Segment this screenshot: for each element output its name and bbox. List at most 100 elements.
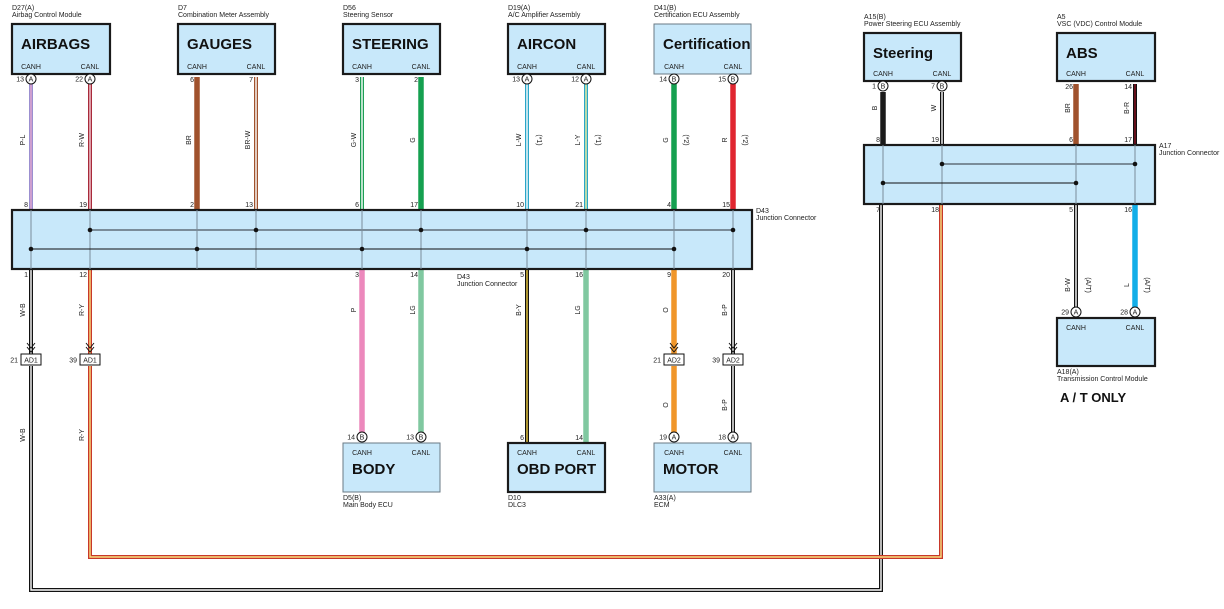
module-name: Power Steering ECU Assembly bbox=[864, 21, 961, 28]
wire-color-code: R-Y bbox=[79, 304, 86, 316]
module-aircon[interactable] bbox=[506, 22, 607, 76]
module-label: AIRCON bbox=[517, 36, 576, 53]
junction-pin-number: 19 bbox=[931, 137, 939, 144]
module-box bbox=[342, 442, 441, 493]
wire-color-code: W-B bbox=[20, 303, 27, 317]
junction-connector-a17 bbox=[862, 143, 1157, 206]
junction-pin-number: 15 bbox=[722, 202, 730, 209]
pin-signal-canl: CANL bbox=[247, 64, 266, 71]
inline-connector-id: AD1 bbox=[24, 358, 38, 365]
module-steering[interactable] bbox=[341, 22, 442, 76]
connector-circle bbox=[668, 431, 680, 443]
wire-color-code: LG bbox=[575, 305, 582, 314]
pin-signal-canl: CANL bbox=[1126, 325, 1145, 332]
splice-dot bbox=[28, 246, 34, 252]
pin-number: 19 bbox=[659, 435, 667, 442]
inline-connector-ad2 bbox=[722, 342, 744, 366]
splice-dot bbox=[359, 246, 365, 252]
pin-number: 3 bbox=[355, 77, 359, 84]
connector-letter: A bbox=[1133, 310, 1138, 317]
wire-color-code: G-W bbox=[351, 132, 358, 147]
inline-connector-pin: 21 bbox=[10, 358, 18, 365]
pin-signal-canh: CANH bbox=[352, 450, 372, 457]
wire-color-code: B-Y bbox=[516, 304, 523, 316]
module-label: MOTOR bbox=[663, 461, 719, 478]
junction-pin-number: 9 bbox=[667, 272, 671, 279]
wire-color-code: G bbox=[663, 137, 670, 142]
pin-number: 28 bbox=[1120, 310, 1128, 317]
module-transmission-control-module[interactable] bbox=[1055, 316, 1157, 368]
pin-signal-canl: CANL bbox=[1126, 71, 1145, 78]
wire-color-code: P-L bbox=[20, 134, 27, 145]
connector-circle bbox=[356, 431, 368, 443]
connector-circle bbox=[84, 73, 96, 85]
module-obd-port[interactable] bbox=[506, 441, 607, 494]
connector-letter: A bbox=[672, 435, 677, 442]
module-name: Transmission Control Module bbox=[1057, 376, 1148, 383]
wire-color-code: BR-W bbox=[245, 130, 252, 149]
pin-number: 12 bbox=[571, 77, 579, 84]
chevron-icon bbox=[85, 342, 95, 353]
connector-letter: A bbox=[731, 435, 736, 442]
module-abs[interactable] bbox=[1055, 31, 1157, 83]
module-id: D7 bbox=[178, 5, 187, 12]
module-certification[interactable] bbox=[653, 23, 752, 75]
splice-dot bbox=[880, 180, 886, 186]
wire-color-code: R bbox=[722, 137, 729, 142]
connector-letter: B bbox=[731, 77, 736, 84]
connector-letter: B bbox=[940, 84, 945, 91]
junction-id: A17 bbox=[1159, 143, 1172, 150]
connector-letter: B bbox=[672, 77, 677, 84]
pin-signal-canl: CANL bbox=[412, 64, 431, 71]
pin-number: 14 bbox=[347, 435, 355, 442]
pin-signal-canl: CANL bbox=[81, 64, 100, 71]
connector-circle bbox=[727, 73, 739, 85]
wire-color-code: BR bbox=[1065, 103, 1072, 113]
module-body[interactable] bbox=[342, 442, 441, 493]
wire-color-code: G bbox=[410, 137, 417, 142]
pin-number: 18 bbox=[718, 435, 726, 442]
junction-pin-number: 8 bbox=[24, 202, 28, 209]
module-steering[interactable] bbox=[862, 31, 963, 83]
pin-signal-canl: CANL bbox=[577, 64, 596, 71]
pin-number: 13 bbox=[406, 435, 414, 442]
module-box bbox=[341, 22, 442, 76]
junction-pin-number: 16 bbox=[575, 272, 583, 279]
module-motor[interactable] bbox=[653, 442, 752, 493]
connector-circle bbox=[727, 431, 739, 443]
connector-circle bbox=[1129, 306, 1141, 318]
module-box bbox=[1055, 31, 1157, 83]
junction-pin-number: 5 bbox=[520, 272, 524, 279]
connector-letter: A bbox=[1074, 310, 1079, 317]
wire-color-code: BR bbox=[186, 135, 193, 145]
inline-connector-ad1 bbox=[79, 342, 101, 366]
junction-name: Junction Connector bbox=[457, 281, 518, 288]
module-gauges[interactable] bbox=[176, 22, 277, 76]
wire-note: (*1) bbox=[535, 134, 542, 145]
junction-pin-number: 4 bbox=[667, 202, 671, 209]
junction-pin-number: 5 bbox=[1069, 207, 1073, 214]
wire-color-code: P bbox=[351, 307, 358, 312]
module-airbags[interactable] bbox=[10, 22, 112, 76]
junction-pin-number: 3 bbox=[355, 272, 359, 279]
module-name: Certification ECU Assembly bbox=[654, 12, 740, 19]
wire-color-code: O bbox=[663, 307, 670, 313]
connector-circle bbox=[521, 73, 533, 85]
splice-dot bbox=[671, 246, 677, 252]
pin-number: 6 bbox=[520, 435, 524, 442]
wire-note: (*2) bbox=[741, 134, 748, 145]
pin-signal-canh: CANH bbox=[187, 64, 207, 71]
connector-circle bbox=[936, 80, 948, 92]
wire-color-code: O bbox=[663, 402, 670, 408]
splice-dot bbox=[1073, 180, 1079, 186]
connector-letter: B bbox=[360, 435, 365, 442]
wire-color-code: B-R bbox=[1124, 102, 1131, 114]
pin-number: 14 bbox=[1124, 84, 1132, 91]
chevron-icon bbox=[26, 342, 36, 353]
wire-color-code: W-B bbox=[20, 428, 27, 442]
wire-color-code: R-Y bbox=[79, 429, 86, 441]
pin-signal-canh: CANH bbox=[664, 64, 684, 71]
wire-stripe bbox=[89, 204, 942, 558]
pin-signal-canh: CANH bbox=[21, 64, 41, 71]
inline-connector-box bbox=[20, 353, 42, 366]
